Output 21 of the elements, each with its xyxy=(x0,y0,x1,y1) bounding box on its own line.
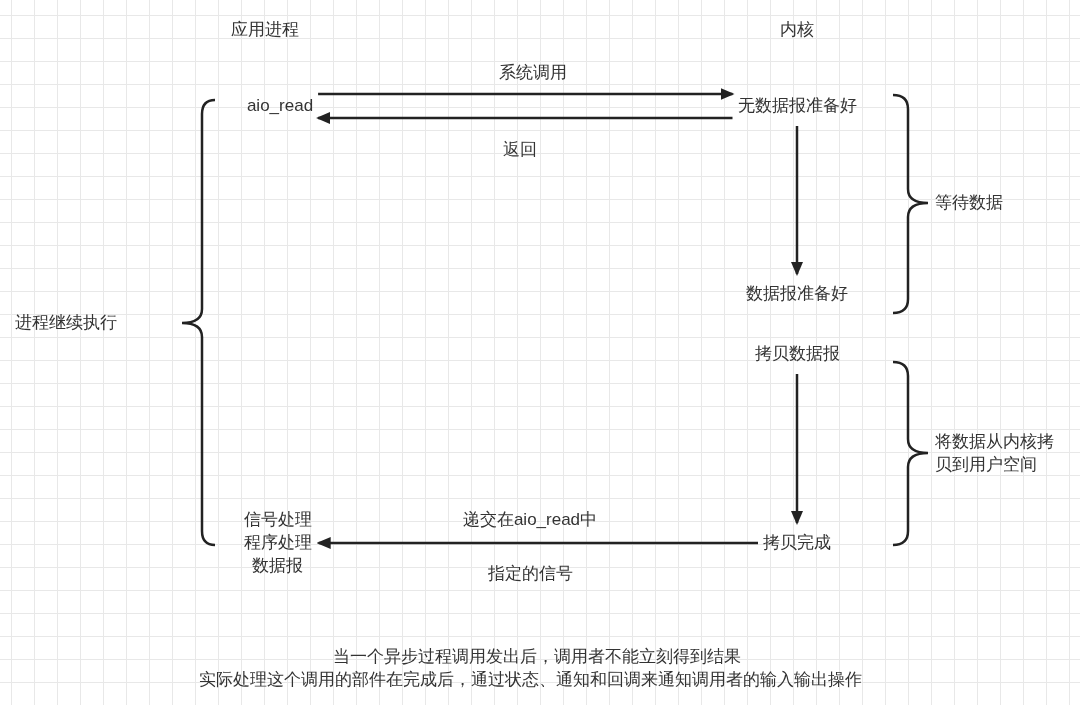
edge-label: 递交在aio_read中指定的信号 xyxy=(461,509,599,585)
brace-label: 进程继续执行 xyxy=(15,312,117,334)
arrow xyxy=(318,88,735,100)
step-label: 数据报准备好 xyxy=(746,279,848,309)
step-label: 拷贝数据报 xyxy=(754,339,840,369)
note-text: 当一个异步过程调用发出后，调用者不能立刻得到结果 xyxy=(333,646,741,668)
edge-label: 系统调用 xyxy=(499,62,567,84)
arrow xyxy=(791,374,803,525)
arrow xyxy=(791,126,803,276)
column-header: 应用进程 xyxy=(231,19,299,41)
step-label: aio_read xyxy=(246,91,314,121)
step-label: 信号处理程序处理数据报 xyxy=(242,507,314,577)
edge-label: 返回 xyxy=(503,139,537,161)
note-text: 实际处理这个调用的部件在完成后，通过状态、通知和回调来通知调用者的输入输出操作 xyxy=(198,669,862,691)
brace-label: 将数据从内核拷贝到用户空间 xyxy=(935,431,1054,476)
step-label: 无数据报准备好 xyxy=(737,91,857,121)
column-header: 内核 xyxy=(780,19,814,41)
arrow xyxy=(316,537,758,549)
arrow xyxy=(316,112,733,124)
brace-label: 等待数据 xyxy=(935,192,1003,214)
step-label: 拷贝完成 xyxy=(763,528,831,558)
